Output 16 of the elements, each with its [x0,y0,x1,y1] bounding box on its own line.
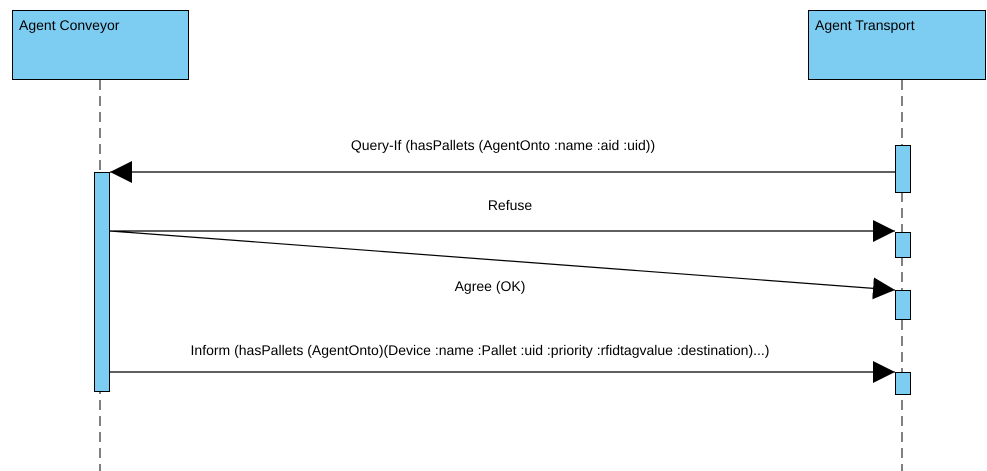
lifeline-name: Agent Conveyor [19,17,120,33]
message-label: Agree (OK) [454,278,526,294]
lifeline-header [808,10,986,80]
lifeline-header [12,10,189,80]
message-arrow [110,230,896,300]
message-label: Inform (hasPallets (AgentOnto)(Device :name :Pallet :uid :priority :rfidtagvalue :destination)...) [190,342,770,358]
activation-bar [895,232,911,258]
activation-bar [895,290,911,320]
message-label: Query-If (hasPallets (AgentOnto :name :aid :uid)) [350,137,656,153]
activation-bar [895,145,911,193]
lifeline-name: Agent Transport [815,17,915,33]
activation-bar [94,172,110,392]
activation-bar [895,372,911,395]
message-arrow [110,161,895,183]
message-label: Refuse [488,197,532,213]
message-arrow [110,361,895,383]
